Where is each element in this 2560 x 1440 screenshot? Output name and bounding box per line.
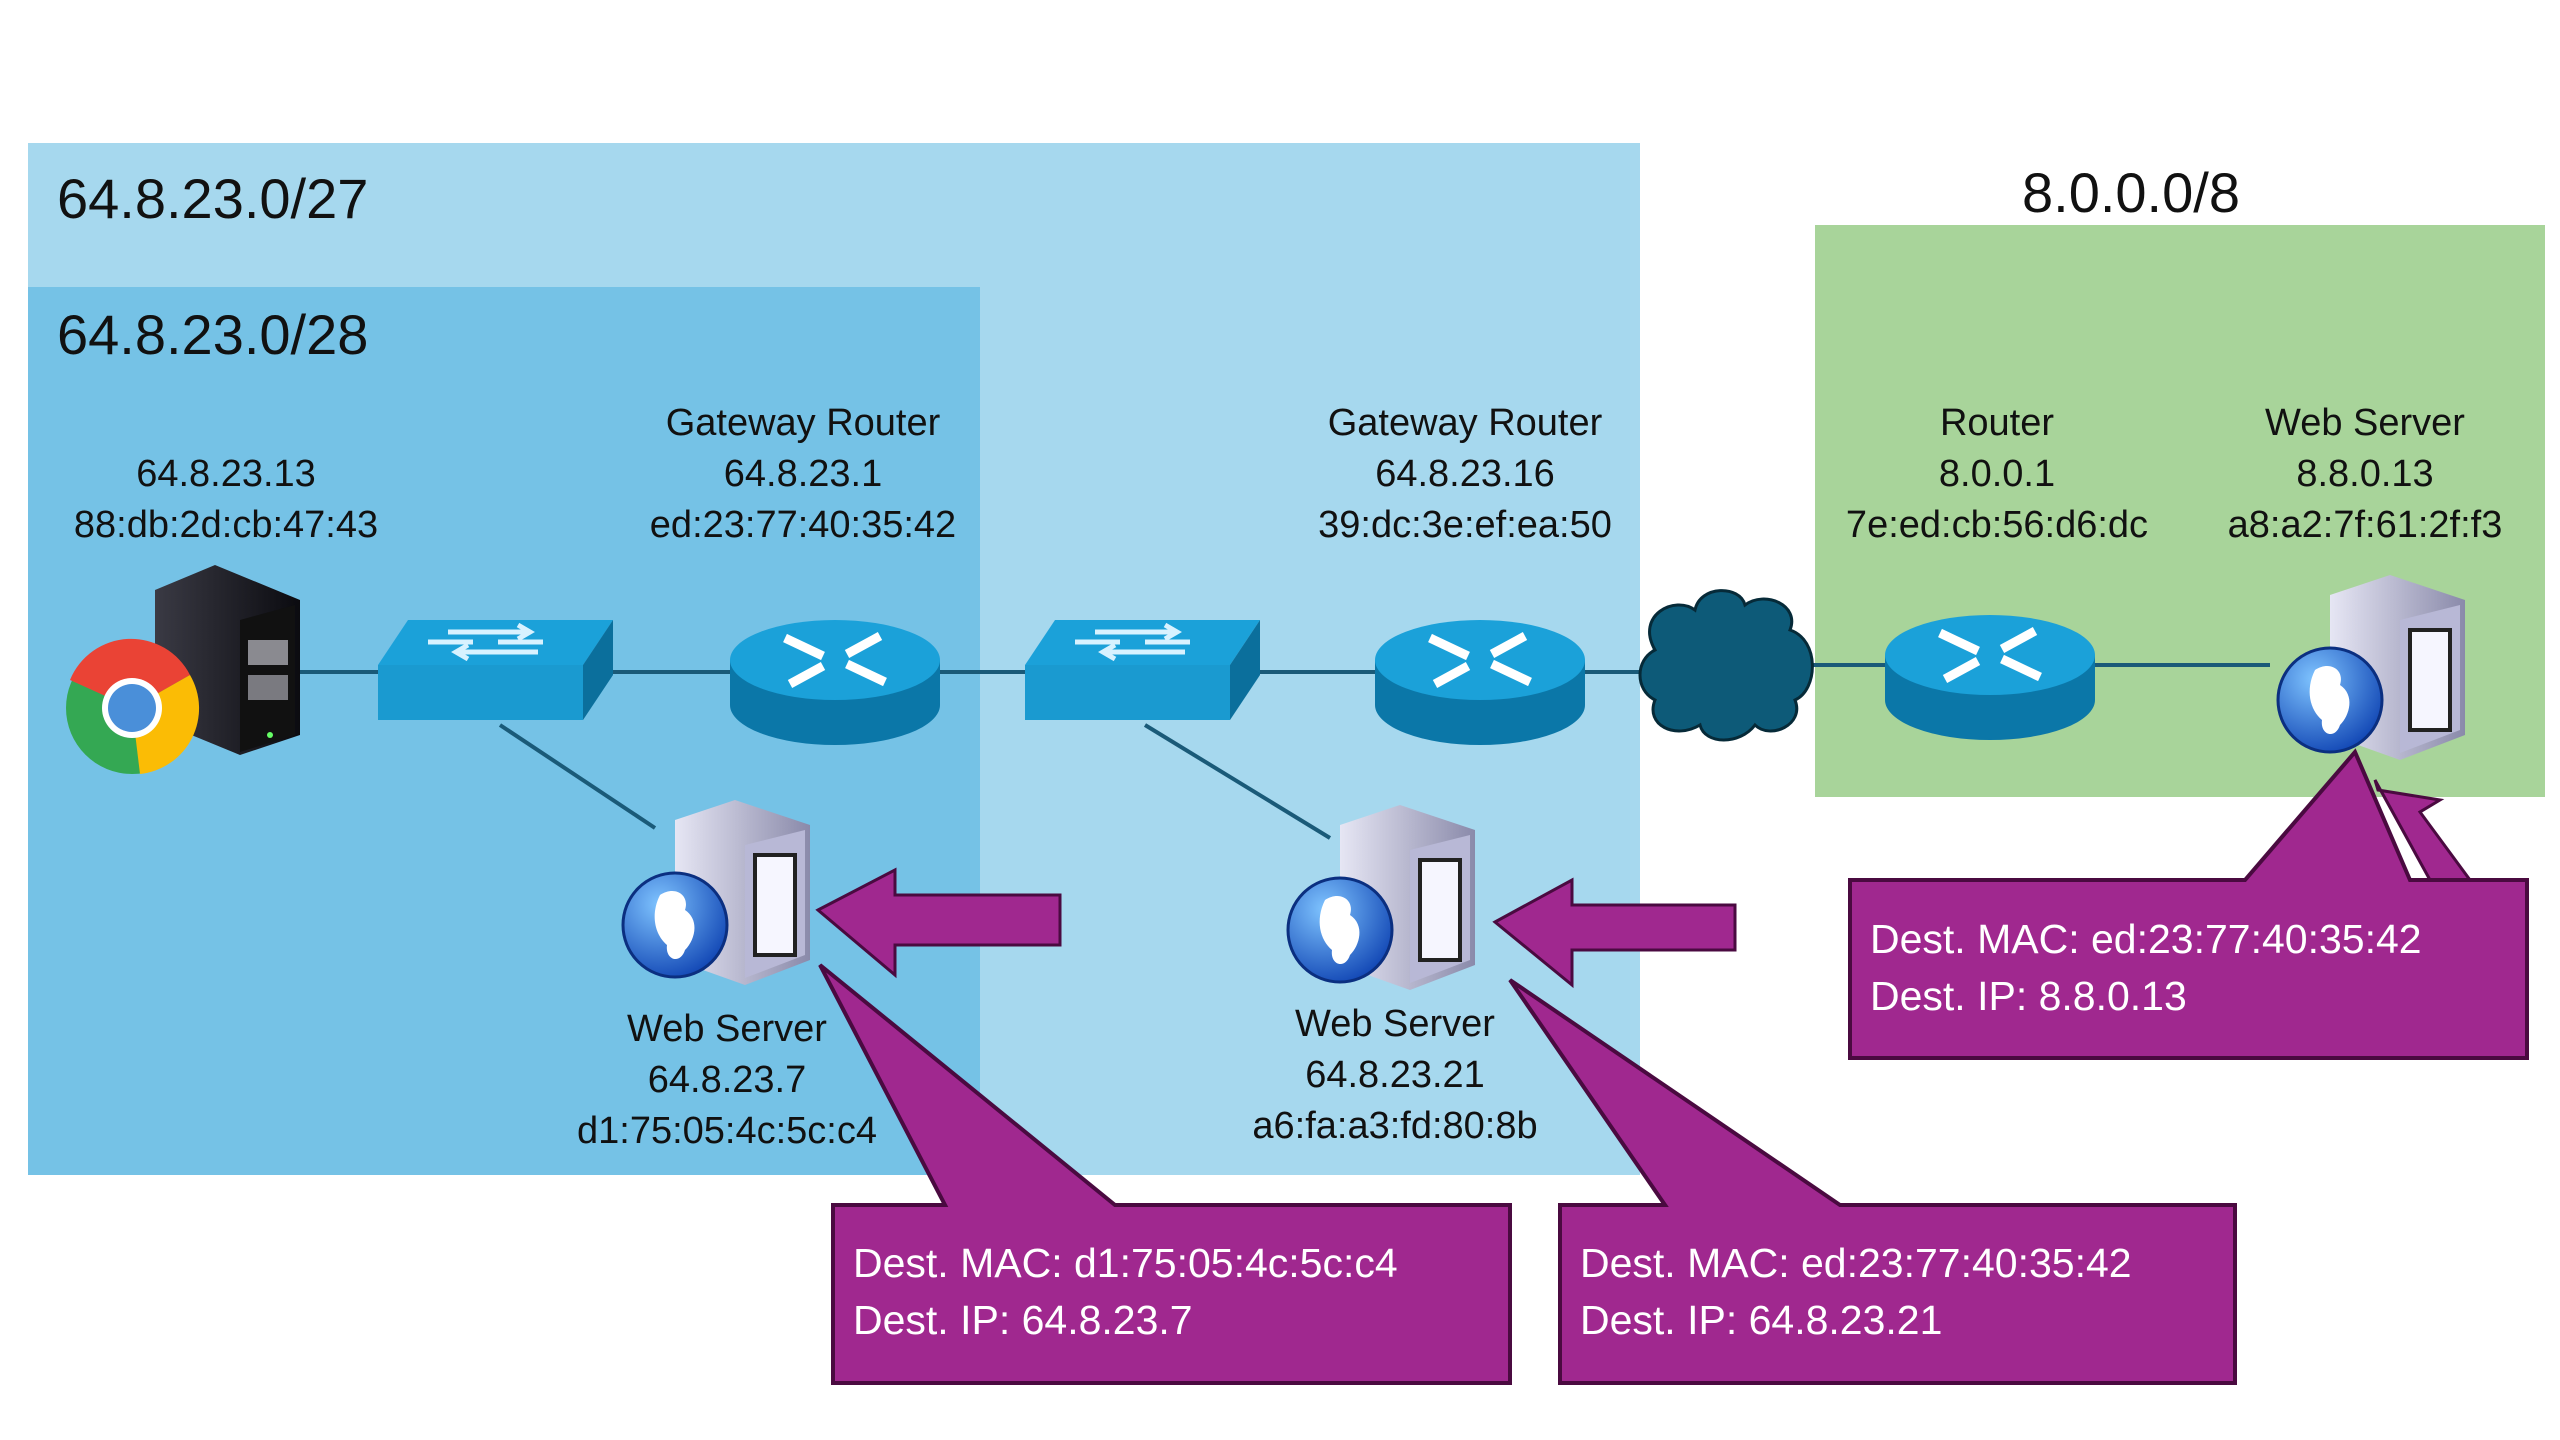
callout-2-text: Dest. MAC: ed:23:77:40:35:42 Dest. IP: 6…: [1580, 1235, 2132, 1349]
chrome-icon: [66, 638, 200, 774]
gateway-2-mac: 39:dc:3e:ef:ea:50: [1318, 504, 1612, 546]
router-remote-name: Router: [1939, 402, 2055, 444]
link-switch1-web1: [498, 723, 657, 830]
links: [300, 663, 2270, 840]
router-remote-mac: 7e:ed:cb:56:d6:dc: [1845, 504, 2149, 546]
callout-box: [818, 963, 1512, 1385]
gateway-1-mac: ed:23:77:40:35:42: [649, 504, 957, 546]
callout-1-mac: Dest. MAC: d1:75:05:4c:5c:c4: [853, 1240, 1398, 1286]
subnet-28-label: 64.8.23.0/28: [57, 303, 369, 366]
client-label: 64.8.23.13 88:db:2d:cb:47:43: [74, 449, 378, 551]
web-server-icon: [1286, 805, 1475, 990]
network-8-label: 8.0.0.0/8: [2022, 161, 2240, 224]
arrow-left-icon: [815, 867, 1062, 979]
web-remote-mac: a8:a2:7f:61:2f:f3: [2227, 504, 2503, 546]
web-remote-label: Web Server 8.8.0.13 a8:a2:7f:61:2f:f3: [2228, 398, 2503, 551]
subnet-27-label: 64.8.23.0/27: [57, 167, 369, 230]
gateway-2-name: Gateway Router: [1327, 402, 1603, 444]
desktop-browser-icon: [66, 565, 300, 774]
web-2-ip: 64.8.23.21: [1305, 1054, 1485, 1096]
web-remote-name: Web Server: [2265, 402, 2465, 444]
callout-3-ip: Dest. IP: 8.8.0.13: [1870, 973, 2187, 1019]
router-icon: [1885, 615, 2095, 740]
callout-3-text: Dest. MAC: ed:23:77:40:35:42 Dest. IP: 8…: [1870, 911, 2422, 1025]
gateway-1-ip: 64.8.23.1: [723, 453, 883, 495]
callout-3-mac: Dest. MAC: ed:23:77:40:35:42: [1870, 916, 2422, 962]
web-server-icon: [2276, 575, 2465, 760]
web-2-mac: a6:fa:a3:fd:80:8b: [1252, 1105, 1538, 1147]
link-switch2-web2: [1143, 723, 1332, 840]
router-icon: [730, 620, 940, 745]
arrow-left-icon: [1492, 877, 1737, 989]
web-1-ip: 64.8.23.7: [647, 1059, 807, 1101]
gateway-1-name: Gateway Router: [665, 402, 941, 444]
web-remote-ip: 8.8.0.13: [2296, 453, 2434, 495]
gateway-2-label: Gateway Router 64.8.23.16 39:dc:3e:ef:ea…: [1318, 398, 1612, 551]
callout-box: [1508, 978, 2237, 1385]
gateway-1-label: Gateway Router 64.8.23.1 ed:23:77:40:35:…: [650, 398, 956, 551]
router-remote-label: Router 8.0.0.1 7e:ed:cb:56:d6:dc: [1846, 398, 2148, 551]
switch-icon: [1025, 620, 1260, 720]
router-remote-ip: 8.0.0.1: [1938, 453, 2056, 495]
web-2-label: Web Server 64.8.23.21 a6:fa:a3:fd:80:8b: [1252, 999, 1537, 1152]
callout-box: [1848, 748, 2529, 1060]
web-1-mac: d1:75:05:4c:5c:c4: [577, 1110, 877, 1152]
web-server-icon: [621, 800, 810, 985]
callout-2-mac: Dest. MAC: ed:23:77:40:35:42: [1580, 1240, 2132, 1286]
router-icon: [1375, 620, 1585, 745]
callout-1-text: Dest. MAC: d1:75:05:4c:5c:c4 Dest. IP: 6…: [853, 1235, 1398, 1349]
client-ip: 64.8.23.13: [136, 453, 316, 495]
web-1-label: Web Server 64.8.23.7 d1:75:05:4c:5c:c4: [577, 1004, 877, 1157]
client-mac: 88:db:2d:cb:47:43: [73, 504, 379, 546]
web-2-name: Web Server: [1295, 1003, 1495, 1045]
web-1-name: Web Server: [627, 1008, 827, 1050]
switch-icon: [378, 620, 613, 720]
cloud-icon: [1638, 589, 1814, 742]
gateway-2-ip: 64.8.23.16: [1375, 453, 1555, 495]
callout-2-ip: Dest. IP: 64.8.23.21: [1580, 1297, 1943, 1343]
callout-1-ip: Dest. IP: 64.8.23.7: [853, 1297, 1193, 1343]
